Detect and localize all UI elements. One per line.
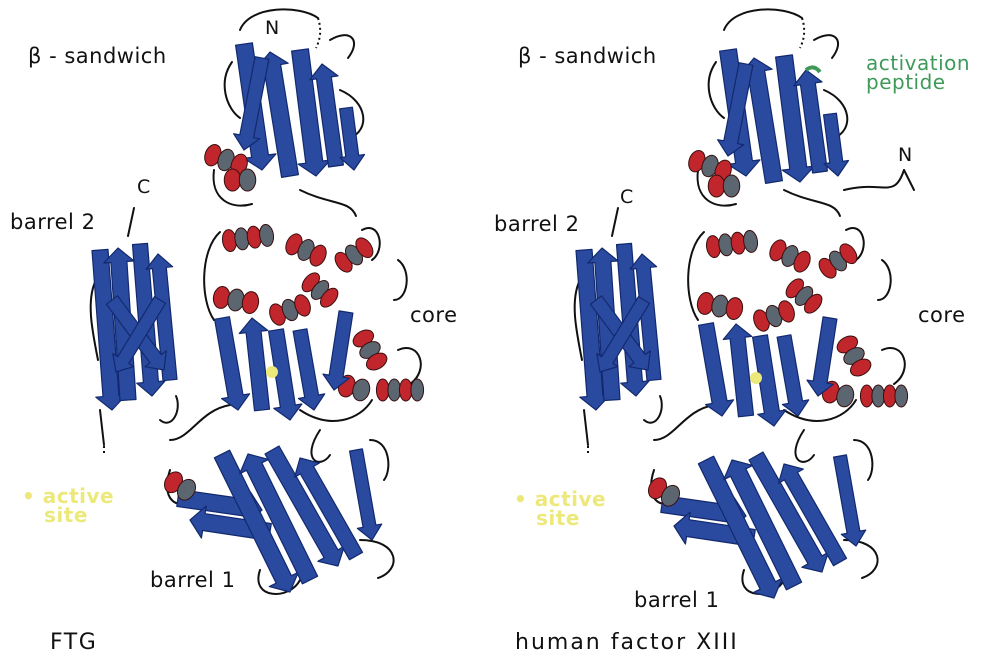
alpha-helix — [283, 231, 330, 268]
right-caption: human factor XIII — [515, 630, 739, 655]
right-active-site-label: • active site — [514, 490, 606, 528]
alpha-helix — [834, 333, 874, 380]
right-n-terminus-label: N — [898, 144, 913, 166]
helix-turn — [723, 175, 740, 197]
left-core-label: core — [410, 303, 458, 327]
coil-loop — [878, 260, 891, 300]
disordered-segment — [800, 18, 804, 48]
beta-strand — [323, 311, 353, 390]
helix-turn — [239, 169, 256, 191]
left-caption: FTG — [50, 630, 97, 655]
coil-loop — [160, 396, 178, 423]
left-panel-ribbon — [91, 9, 424, 594]
right-sandwich-label: β - sandwich — [518, 44, 657, 68]
alpha-helix — [767, 237, 814, 274]
coil-loop — [360, 540, 394, 578]
helix-turn — [376, 379, 389, 401]
helix-turn — [860, 385, 873, 407]
beta-strand — [340, 107, 365, 170]
right-activation-peptide-label: activation peptide — [866, 54, 970, 92]
left-active-site-label: • active site — [22, 487, 114, 525]
coil-loop — [844, 540, 878, 578]
coil-loop — [904, 170, 914, 190]
coil-loop — [814, 35, 838, 58]
helix-turn — [399, 379, 412, 401]
active-site-marker — [750, 372, 762, 384]
alpha-helix — [816, 241, 861, 282]
coil-loop — [394, 260, 407, 300]
right-core-label: core — [918, 303, 966, 327]
alpha-helix — [350, 327, 390, 374]
beta-strand — [834, 455, 866, 546]
coil-loop — [795, 430, 814, 462]
alpha-helix — [212, 285, 261, 315]
right-activation-line2: peptide — [866, 70, 946, 94]
disordered-segment — [316, 18, 320, 48]
helix-turn — [872, 385, 885, 407]
coil-loop — [644, 396, 662, 423]
coil-loop — [330, 35, 354, 58]
coil-loop — [709, 62, 724, 118]
coil-loop — [300, 190, 356, 216]
right-panel-ribbon — [575, 9, 914, 598]
left-sandwich-label: β - sandwich — [28, 44, 167, 68]
alpha-helix — [751, 299, 797, 334]
coil-loop — [784, 190, 840, 216]
helix-turn — [895, 385, 908, 407]
coil-loop — [225, 62, 240, 118]
alpha-helix — [332, 235, 377, 276]
helix-turn — [883, 385, 896, 407]
coil-loop — [724, 9, 802, 30]
coil-loop — [882, 348, 905, 384]
helix-turn — [388, 379, 401, 401]
alpha-helix — [696, 291, 745, 321]
right-barrel2-label: barrel 2 — [494, 212, 579, 236]
coil-loop — [612, 208, 618, 236]
coil-loop — [100, 410, 104, 445]
coil-loop — [170, 405, 230, 440]
left-n-terminus-label: N — [265, 17, 280, 39]
coil-loop — [584, 410, 588, 445]
right-c-terminus-label: C — [620, 186, 634, 208]
coil-loop — [854, 440, 872, 480]
alpha-helix — [221, 224, 275, 253]
beta-strand — [824, 113, 849, 176]
coil-loop — [654, 405, 714, 440]
coil-loop — [128, 208, 134, 236]
alpha-helix — [267, 293, 313, 328]
alpha-helix — [376, 379, 423, 401]
right-active-line2: site — [514, 506, 580, 530]
left-barrel2-label: barrel 2 — [10, 210, 95, 234]
right-barrel1-label: barrel 1 — [634, 588, 719, 612]
beta-strand — [350, 449, 382, 540]
beta-strand — [807, 317, 837, 396]
left-c-terminus-label: C — [137, 176, 151, 198]
helix-turn — [411, 379, 424, 401]
coil-loop — [844, 170, 904, 190]
left-barrel1-label: barrel 1 — [150, 568, 235, 592]
left-active-line2: site — [22, 503, 88, 527]
active-site-marker — [266, 366, 278, 378]
beta-strand — [293, 329, 325, 410]
alpha-helix — [705, 230, 759, 259]
helix-turn — [224, 169, 241, 191]
helix-turn — [708, 175, 725, 197]
beta-strand — [777, 335, 809, 416]
coil-loop — [311, 430, 330, 462]
alpha-helix — [860, 385, 907, 407]
coil-loop — [370, 440, 388, 480]
